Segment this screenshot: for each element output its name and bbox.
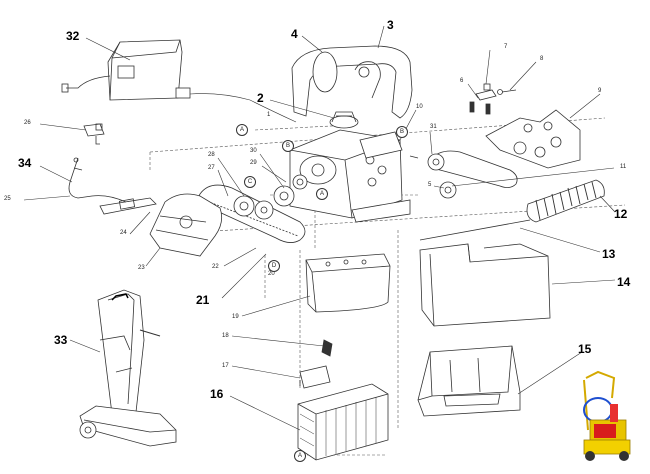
- callout-15: 15: [578, 342, 592, 356]
- callout-29: 29: [250, 160, 257, 166]
- leader-lines: [23, 25, 616, 431]
- callout-10: 10: [416, 104, 423, 110]
- callout-32: 32: [66, 29, 80, 43]
- marker-b-body: B: [282, 140, 294, 152]
- callout-17: 17: [222, 363, 229, 369]
- marker-a-body: A: [316, 188, 328, 200]
- power-supply-unit: [61, 39, 297, 123]
- marker-a-upper: A: [236, 124, 248, 136]
- callout-6: 6: [460, 78, 464, 84]
- small-hardware: [469, 83, 517, 115]
- callout-7: 7: [504, 44, 508, 50]
- callout-26: 26: [24, 120, 31, 126]
- marker-a-lower: A: [294, 450, 306, 462]
- callout-25: 25: [4, 196, 11, 202]
- filter-basket: [297, 383, 389, 461]
- callout-16: 16: [210, 387, 224, 401]
- filter-housing: [305, 253, 391, 313]
- side-plate-left: [99, 193, 223, 257]
- handle-bar: [291, 45, 413, 119]
- callout-11: 11: [620, 164, 627, 170]
- right-track-assembly: [409, 109, 581, 199]
- marker-b-upper: B: [396, 126, 408, 138]
- marker-d: D: [268, 260, 280, 272]
- callout-21: 21: [196, 293, 210, 307]
- callout-23: 23: [138, 265, 145, 271]
- rod: [419, 219, 531, 241]
- brush-roller: [526, 179, 605, 223]
- callout-14: 14: [617, 275, 631, 289]
- callout-12: 12: [614, 207, 628, 221]
- callout-13: 13: [602, 247, 616, 261]
- marker-c: C: [244, 176, 256, 188]
- callout-5: 5: [428, 182, 432, 188]
- filter-bag: [419, 243, 551, 327]
- callout-8: 8: [540, 56, 544, 62]
- callout-30: 30: [250, 148, 257, 154]
- callout-1: 1: [267, 112, 271, 118]
- impeller-cover: [329, 111, 359, 129]
- swivel-cable: [68, 157, 127, 203]
- filter-frame: [417, 345, 521, 417]
- left-track-assembly: [198, 174, 308, 243]
- callout-3: 3: [387, 18, 394, 32]
- connecting-rod: [299, 339, 333, 389]
- callout-4: 4: [291, 27, 298, 41]
- callout-18: 18: [222, 333, 229, 339]
- callout-22: 22: [212, 264, 219, 270]
- callout-33: 33: [54, 333, 68, 347]
- callout-2: 2: [257, 91, 264, 105]
- callout-27: 27: [208, 165, 215, 171]
- callout-34: 34: [18, 156, 32, 170]
- caddy-cart: [79, 289, 177, 447]
- callout-19: 19: [232, 314, 239, 320]
- motor-body: [289, 129, 411, 223]
- cleaner-thumbnail: [583, 370, 631, 461]
- callout-28: 28: [208, 152, 215, 158]
- callout-24: 24: [120, 230, 127, 236]
- callout-9: 9: [598, 88, 602, 94]
- callout-31: 31: [430, 124, 437, 130]
- callout-20: 20: [268, 271, 275, 277]
- cable-connector: [83, 123, 105, 145]
